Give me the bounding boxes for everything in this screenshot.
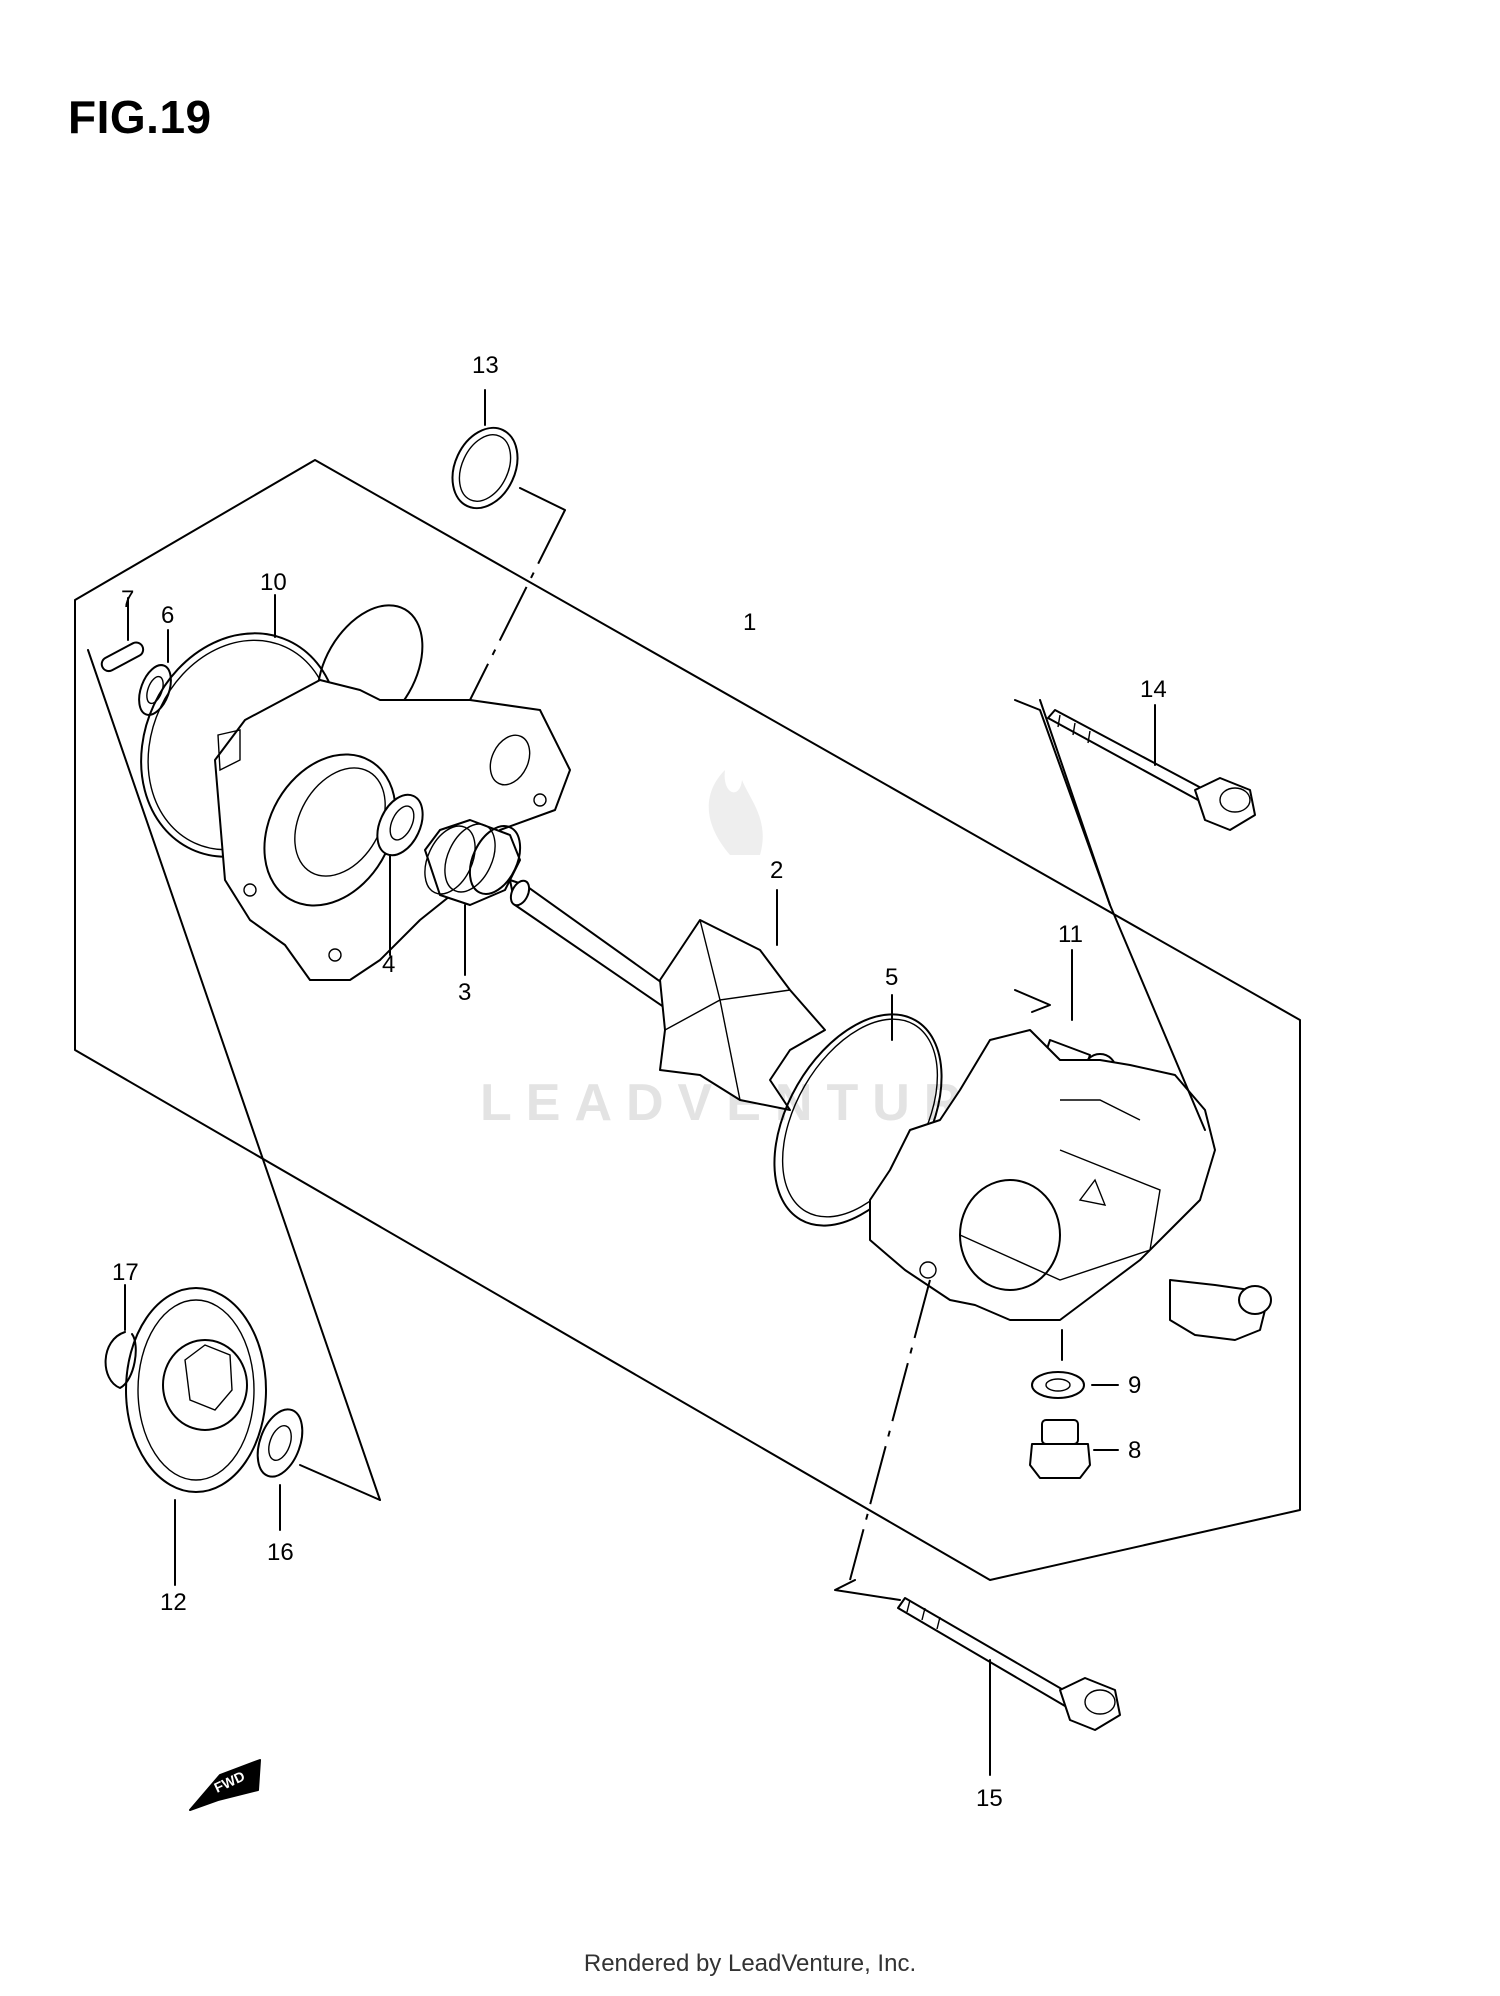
part-3-mechanical-seal [424, 819, 522, 976]
part-2-impeller-shaft [509, 879, 826, 1111]
callout-8: 8 [1128, 1437, 1141, 1464]
fwd-arrow-icon: FWD [189, 1759, 261, 1811]
footer-credit: Rendered by LeadVenture, Inc. [583, 1950, 917, 1977]
part-15-bolt [834, 1579, 1121, 1776]
callout-1: 1 [743, 609, 756, 636]
callout-labels: 1 2 3 4 5 6 7 8 9 10 11 12 13 14 15 16 1… [112, 352, 1167, 1812]
part-9-washer [1031, 1371, 1119, 1399]
callout-15: 15 [976, 1785, 1003, 1812]
callout-6: 6 [161, 602, 174, 629]
part-12-gear [125, 1287, 267, 1586]
assembly-outline [74, 459, 1301, 1581]
part-14-bolt [1014, 699, 1256, 906]
watermark-logo [708, 770, 763, 855]
callout-10: 10 [260, 569, 287, 596]
pump-body [849, 699, 1272, 1581]
callout-13: 13 [472, 352, 499, 379]
callout-4: 4 [382, 951, 395, 978]
callout-17: 17 [112, 1259, 139, 1286]
callout-5: 5 [885, 964, 898, 991]
part-16-washer [256, 1408, 304, 1531]
callout-12: 12 [160, 1589, 187, 1616]
callout-11: 11 [1058, 921, 1083, 948]
part-8-drain-bolt [1029, 1419, 1119, 1479]
callout-14: 14 [1140, 676, 1167, 703]
part-17-circlip [104, 1284, 137, 1389]
callout-3: 3 [458, 979, 471, 1006]
callout-7: 7 [121, 586, 134, 613]
part-4-oil-seal [376, 793, 424, 956]
callout-16: 16 [267, 1539, 294, 1566]
part-13-o-ring [449, 389, 566, 741]
callout-2: 2 [770, 857, 783, 884]
figure-title: FIG.19 [68, 91, 212, 143]
callout-9: 9 [1128, 1372, 1141, 1399]
part-7-pin [100, 597, 145, 673]
